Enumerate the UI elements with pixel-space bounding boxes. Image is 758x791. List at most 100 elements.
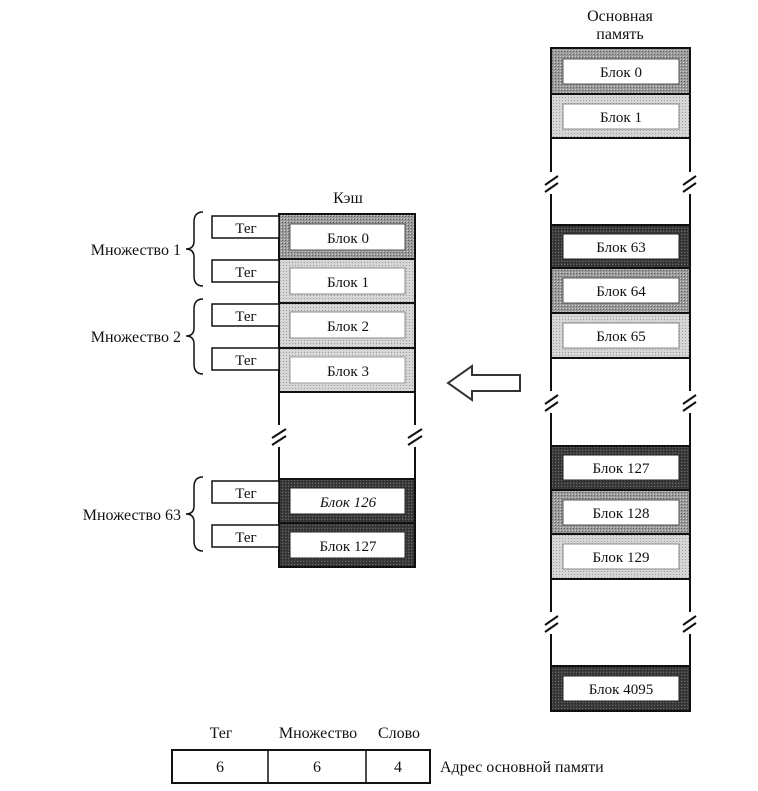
cache-column: Блок 0 Тег Блок 1 Тег Блок 2 Тег Блок 3 … <box>211 213 423 568</box>
cache-line: Блок 1 Тег <box>211 258 416 304</box>
break-mark <box>271 435 287 446</box>
address-field-word-bits: 4 <box>394 759 402 776</box>
main-memory-block-65-label-box <box>562 322 680 349</box>
left-arrow-icon <box>446 364 521 402</box>
main-memory-block-129-label-box <box>562 543 680 570</box>
main-memory-column: Блок 0 Блок 1 Блок 63 Блок 64 Блок 65 <box>544 47 697 712</box>
address-format: Тег Множество Слово 6 6 4 Адрес основной… <box>171 725 604 784</box>
break-mark <box>682 175 697 186</box>
main-memory-block-128-label-box <box>562 499 680 526</box>
main-memory-block: Блок 64 <box>550 267 691 314</box>
cache-line: Блок 126 Тег <box>211 478 416 524</box>
break-mark <box>544 615 559 626</box>
break-mark <box>682 401 697 412</box>
break-mark <box>544 401 559 412</box>
break-mark <box>407 435 423 446</box>
main-memory-block-0-label: Блок 0 <box>600 65 642 81</box>
break-mark <box>271 428 287 439</box>
brace-icon <box>185 298 204 375</box>
brace-icon <box>185 211 204 287</box>
cache-block-1-label-box <box>289 267 406 295</box>
main-memory-block: Блок 63 <box>550 224 691 269</box>
cache-block-3-label-box <box>289 356 406 384</box>
main-memory-block: Блок 127 <box>550 445 691 491</box>
tag-field <box>211 347 280 371</box>
tag-field <box>211 524 280 548</box>
tag-label: Тег <box>235 486 256 502</box>
main-memory-gap-mask-3 <box>545 612 697 634</box>
break-mark <box>682 615 697 626</box>
cache-line: Блок 2 Тег <box>211 302 416 349</box>
main-memory-block: Блок 4095 <box>550 665 691 712</box>
cache-gap-mask <box>272 425 422 447</box>
address-field-header-set: Множество <box>279 725 357 742</box>
main-memory-frame <box>550 47 691 712</box>
cache-block-126-label-box <box>289 487 406 515</box>
cache-line: Блок 127 Тег <box>211 522 416 568</box>
tag-field <box>211 259 280 283</box>
main-memory-block-4095-label-box <box>562 675 680 702</box>
main-memory-block: Блок 128 <box>550 489 691 535</box>
set-group-1: Множество 1 <box>91 211 204 287</box>
break-mark <box>407 428 423 439</box>
main-memory-block-129-label: Блок 129 <box>593 550 650 566</box>
cache-block-0-label-box <box>289 223 406 251</box>
cache-block-3-label: Блок 3 <box>327 364 369 380</box>
main-memory-title-line1: Основная <box>587 8 653 25</box>
main-memory-block-1-label-box <box>562 103 680 130</box>
cache-block-126-label: Блок 126 <box>319 495 377 511</box>
main-memory-block-63-label-box <box>562 233 680 260</box>
main-memory-block-127-label: Блок 127 <box>593 461 650 477</box>
cache-block-127-label-box <box>289 531 406 559</box>
main-memory-block: Блок 1 <box>550 93 691 139</box>
tag-label: Тег <box>235 530 256 546</box>
tag-label: Тег <box>235 353 256 369</box>
cache-block-2-label-box <box>289 311 406 339</box>
set-group-63: Множество 63 <box>83 476 204 552</box>
address-box <box>171 749 431 784</box>
tag-label: Тег <box>235 265 256 281</box>
cache-title: Кэш <box>333 190 363 207</box>
tag-label: Тег <box>235 309 256 325</box>
tag-field <box>211 215 280 239</box>
main-memory-block-128-label: Блок 128 <box>593 506 650 522</box>
set-label-1: Множество 1 <box>91 242 181 259</box>
set-label-2: Множество 2 <box>91 329 181 346</box>
main-memory-title-line2: память <box>596 26 643 43</box>
set-label-63: Множество 63 <box>83 507 181 524</box>
cache-block-0-label: Блок 0 <box>327 231 369 247</box>
cache-block-2-label: Блок 2 <box>327 319 369 335</box>
main-memory-block: Блок 129 <box>550 533 691 580</box>
main-memory-block-64-label: Блок 64 <box>596 284 646 300</box>
break-mark <box>544 622 559 633</box>
cache-line: Блок 3 Тег <box>211 347 416 393</box>
break-mark <box>544 394 559 405</box>
address-field-header-word: Слово <box>378 725 420 742</box>
main-memory-block-127-label-box <box>562 454 680 481</box>
address-field-tag-bits: 6 <box>216 759 224 776</box>
main-memory-block-0-label-box <box>562 58 680 85</box>
address-field-header-tag: Тег <box>210 725 233 742</box>
tag-label: Тег <box>235 221 256 237</box>
break-mark <box>682 394 697 405</box>
main-memory-gap-mask-1 <box>545 172 697 194</box>
main-memory-block: Блок 0 <box>550 47 691 95</box>
break-mark <box>682 182 697 193</box>
cache-block-1-label: Блок 1 <box>327 275 369 291</box>
main-memory-block-4095-label: Блок 4095 <box>589 682 653 698</box>
main-memory-block-1-label: Блок 1 <box>600 110 642 126</box>
break-mark <box>544 182 559 193</box>
set-group-2: Множество 2 <box>91 298 204 375</box>
brace-icon <box>185 476 204 552</box>
main-memory-gap-mask-2 <box>545 391 697 413</box>
cache-line: Блок 0 Тег <box>211 213 416 260</box>
tag-field <box>211 303 280 327</box>
main-memory-block: Блок 65 <box>550 312 691 359</box>
main-memory-block-64-label-box <box>562 277 680 304</box>
address-caption: Адрес основной памяти <box>440 759 604 776</box>
cache-block-127-label: Блок 127 <box>320 539 377 555</box>
break-mark <box>544 175 559 186</box>
tag-field <box>211 480 280 504</box>
break-mark <box>682 622 697 633</box>
